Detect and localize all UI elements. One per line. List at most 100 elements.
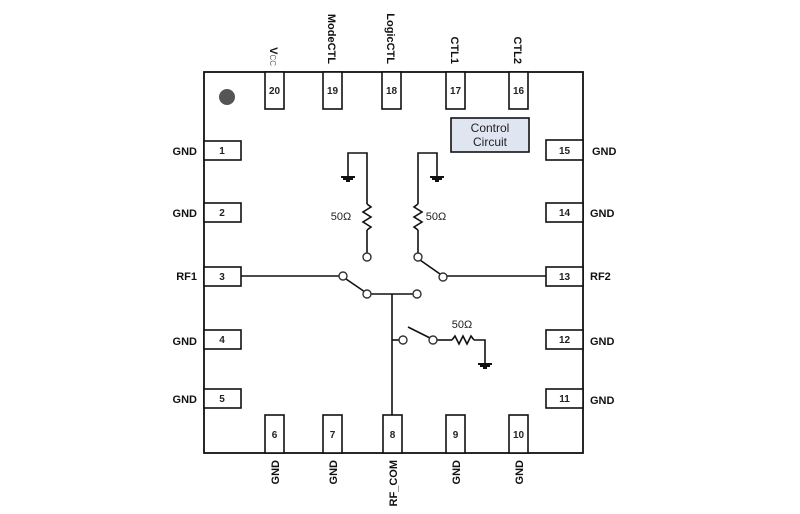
pin-4-pad — [203, 329, 242, 350]
switch-contact-node — [362, 252, 372, 262]
pin-17-pad — [445, 71, 466, 110]
pin-18-label: LogicCTL — [384, 13, 396, 64]
pin-12: 12 GND — [545, 329, 615, 350]
pin-10-pad — [508, 414, 529, 454]
pin-17-number: 17 — [450, 86, 462, 97]
pin-8-number: 8 — [390, 430, 396, 441]
rf2-term-resistor — [412, 203, 424, 231]
switch-contact-node — [413, 252, 423, 262]
pin-15: 15 GND — [545, 139, 617, 161]
switch-contact-node — [338, 271, 348, 281]
pin-19-pad — [322, 71, 343, 110]
pin-9-pad — [445, 414, 466, 454]
pin-6-number: 6 — [272, 430, 278, 441]
pin-15-number: 15 — [559, 146, 571, 157]
switch-contact-node — [362, 289, 372, 299]
pin-7-pad — [322, 414, 343, 454]
rf1-switch-arm — [345, 278, 366, 293]
switch-contact-node — [398, 335, 408, 345]
pin-18-pad — [381, 71, 402, 110]
control-label-line2: Circuit — [473, 135, 508, 149]
pin-20-number: 20 — [269, 86, 281, 97]
pin1-indicator-dot — [219, 89, 235, 105]
pin-8-label: RF_COM — [388, 460, 400, 506]
pin-11-label: GND — [590, 395, 615, 407]
pin-6: 6 GND — [264, 414, 285, 485]
pin-7: 7 GND — [322, 414, 343, 485]
pin-5-pad — [203, 388, 242, 409]
pin-2-label: GND — [173, 208, 198, 220]
com-term-resistor — [451, 334, 475, 346]
rf1-term-wire-top — [347, 152, 368, 204]
pin-10-number: 10 — [513, 430, 525, 441]
pin-11-number: 11 — [559, 394, 570, 405]
pin-1: 1 GND — [173, 140, 242, 161]
pin-16: 16 CTL2 — [508, 37, 529, 110]
vcc-label-main: V — [267, 47, 279, 55]
pin-14-number: 14 — [559, 208, 571, 219]
com-term-resistor-label: 50Ω — [452, 319, 472, 331]
pin-15-pad — [545, 139, 584, 161]
pin-12-label: GND — [590, 336, 615, 348]
control-circuit-box — [450, 117, 530, 153]
pin-5: 5 GND — [173, 388, 242, 409]
pin-20: 20 VCC — [264, 47, 285, 110]
pin-14-pad — [545, 202, 584, 223]
switch-contact-node — [428, 335, 438, 345]
com-term-wire-b — [474, 339, 486, 363]
ground-icon — [478, 363, 492, 369]
pin-8: 8 RF_COM — [382, 414, 403, 506]
pin-13-number: 13 — [559, 272, 571, 283]
pin-10-label: GND — [514, 460, 526, 485]
pin-11-pad — [545, 388, 584, 409]
pin-2: 2 GND — [173, 202, 242, 223]
pin-3: 3 RF1 — [176, 266, 242, 287]
pin-4-number: 4 — [219, 335, 225, 346]
pin-1-number: 1 — [219, 146, 225, 157]
pin-13: 13 RF2 — [545, 266, 611, 287]
pin-18: 18 LogicCTL — [381, 13, 402, 110]
rf1-term-resistor — [361, 203, 373, 231]
pin-17-label: CTL1 — [448, 37, 460, 65]
pin-12-number: 12 — [559, 335, 571, 346]
pin-20-label: VCC — [267, 47, 279, 66]
pin-1-pad — [203, 140, 242, 161]
pin-5-number: 5 — [219, 394, 225, 405]
rf1-term-resistor-label: 50Ω — [331, 211, 351, 223]
pin-16-number: 16 — [513, 86, 525, 97]
rf2-term-resistor-label: 50Ω — [426, 211, 446, 223]
control-circuit-block: Control Circuit — [450, 117, 530, 153]
switch-contact-node — [438, 272, 448, 282]
pin-3-label: RF1 — [176, 271, 197, 283]
pin-4: 4 GND — [173, 329, 242, 350]
pin-9-number: 9 — [453, 430, 459, 441]
pin-1-label: GND — [173, 146, 198, 158]
pin-16-label: CTL2 — [511, 37, 523, 65]
pin-20-pad — [264, 71, 285, 110]
rf2-termination-branch: 50Ω — [412, 152, 446, 253]
pin-7-number: 7 — [330, 430, 336, 441]
pin-2-number: 2 — [219, 208, 225, 219]
pin-9-label: GND — [451, 460, 463, 485]
pin-18-number: 18 — [386, 86, 398, 97]
com-term-switch-arm — [407, 326, 431, 339]
com-termination-branch: 50Ω — [392, 319, 492, 369]
pin-19-label: ModeCTL — [325, 14, 337, 64]
pin-19-number: 19 — [327, 86, 339, 97]
pin-11: 11 GND — [545, 388, 615, 409]
pin-14-label: GND — [590, 208, 615, 220]
pin-9: 9 GND — [445, 414, 466, 485]
pin-6-label: GND — [270, 460, 282, 485]
pin-4-label: GND — [173, 336, 198, 348]
pin-19: 19 ModeCTL — [322, 14, 343, 110]
pin-3-number: 3 — [219, 272, 225, 283]
pin-17: 17 CTL1 — [445, 37, 466, 110]
pin-13-label: RF2 — [590, 271, 611, 283]
rf2-switch-arm — [419, 259, 441, 275]
rf2-term-wire-top — [417, 152, 438, 204]
ground-icon — [430, 176, 444, 182]
vcc-label-subscript: CC — [268, 54, 277, 66]
pin-16-pad — [508, 71, 529, 110]
pin-7-label: GND — [328, 460, 340, 485]
